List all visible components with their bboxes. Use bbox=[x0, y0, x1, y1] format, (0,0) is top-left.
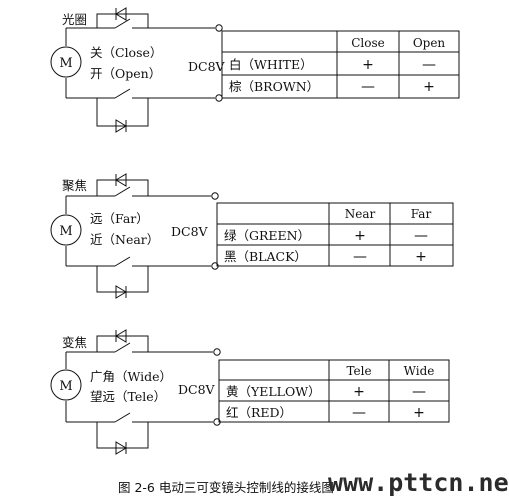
table-row-label: 黄（YELLOW） bbox=[226, 384, 321, 399]
polarity-cell: — bbox=[414, 228, 428, 244]
table-header-1: Near bbox=[345, 207, 376, 221]
table-row-label: 红（RED） bbox=[226, 405, 292, 420]
table-grid bbox=[221, 30, 460, 99]
table-row-label: 黑（BLACK） bbox=[224, 249, 307, 264]
truth-table: Tele Wide 黄（YELLOW） + — 红（RED） — + bbox=[218, 359, 450, 423]
polarity-cell: + bbox=[354, 228, 366, 244]
table-header-1: Close bbox=[351, 36, 385, 50]
direction-label-2: 开（Open） bbox=[90, 66, 161, 81]
table-row-label: 绿（GREEN） bbox=[224, 228, 310, 243]
motor-label: M bbox=[59, 56, 72, 71]
section-title: 光圈 bbox=[62, 12, 87, 27]
truth-table: Near Far 绿（GREEN） + — 黑（BLACK） — + bbox=[216, 202, 454, 267]
table-row-label: 棕（BROWN） bbox=[229, 79, 319, 94]
lower-branch-wire bbox=[96, 422, 149, 449]
table-header-2: Open bbox=[413, 36, 446, 50]
direction-label-1: 广角（Wide） bbox=[90, 369, 172, 384]
table-header-2: Far bbox=[411, 207, 432, 221]
diode-symbol bbox=[115, 329, 127, 343]
direction-label-2: 近（Near） bbox=[90, 232, 159, 247]
terminal-wire bbox=[148, 27, 215, 99]
direction-label-1: 远（Far） bbox=[90, 211, 149, 226]
terminal-top bbox=[211, 192, 219, 200]
table-header-2: Wide bbox=[404, 364, 435, 378]
voltage-label: DC8V bbox=[178, 382, 216, 397]
table-grid bbox=[216, 202, 454, 267]
figure-caption: 图 2-6 电动三可变镜头控制线的接线图 bbox=[118, 480, 334, 495]
polarity-cell: + bbox=[413, 405, 425, 421]
left-rail-wire bbox=[65, 351, 97, 423]
watermark-text: www.pttcn.net bbox=[328, 468, 509, 497]
direction-label-1: 关（Close） bbox=[90, 45, 162, 60]
section-focus: 聚焦 M 远（Far） 近（Near） DC8V Near Far 绿（GREE… bbox=[50, 173, 454, 299]
terminal-wire bbox=[148, 351, 213, 423]
section-iris: 光圈 M 关（Close） 开（Open） DC8V Close Open 白（… bbox=[50, 7, 460, 133]
direction-label-2: 望远（Tele） bbox=[90, 389, 166, 404]
left-rail-wire bbox=[65, 195, 97, 267]
left-rail-wire bbox=[65, 27, 97, 99]
voltage-label: DC8V bbox=[188, 59, 226, 74]
polarity-cell: + bbox=[362, 57, 374, 73]
lower-branch-wire bbox=[96, 98, 149, 127]
lower-branch-wire bbox=[96, 266, 149, 293]
voltage-label: DC8V bbox=[171, 224, 209, 239]
upper-branch-wire bbox=[96, 335, 149, 352]
switch-symbol bbox=[97, 342, 148, 353]
section-zoom: 变焦 M 广角（Wide） 望远（Tele） DC8V Tele Wide 黄（… bbox=[50, 329, 450, 455]
motor-symbol bbox=[50, 46, 82, 78]
polarity-cell: — bbox=[352, 405, 366, 421]
terminal-top bbox=[213, 348, 221, 356]
upper-branch-wire bbox=[96, 13, 149, 28]
terminal-top bbox=[215, 24, 223, 32]
polarity-cell: + bbox=[415, 249, 427, 265]
upper-branch-wire bbox=[96, 179, 149, 196]
switch-symbol-lower bbox=[97, 412, 148, 423]
switch-symbol-lower bbox=[97, 88, 148, 99]
polarity-cell: — bbox=[353, 249, 367, 265]
motor-label: M bbox=[59, 379, 72, 394]
motor-label: M bbox=[59, 224, 72, 239]
switch-symbol bbox=[97, 18, 148, 29]
diode-symbol-lower bbox=[115, 285, 127, 299]
table-header-1: Tele bbox=[346, 364, 371, 378]
polarity-cell: + bbox=[353, 384, 365, 400]
switch-symbol bbox=[97, 186, 148, 197]
terminal-wire bbox=[148, 195, 211, 267]
diode-symbol bbox=[115, 7, 127, 21]
motor-symbol bbox=[50, 214, 82, 246]
terminal-bottom bbox=[215, 94, 223, 102]
section-title: 聚焦 bbox=[62, 178, 87, 193]
table-row-label: 白（WHITE） bbox=[229, 57, 313, 72]
diode-symbol-lower bbox=[115, 119, 127, 133]
polarity-cell: — bbox=[422, 57, 436, 73]
section-title: 变焦 bbox=[62, 335, 87, 350]
switch-symbol-lower bbox=[97, 256, 148, 267]
diode-symbol bbox=[115, 173, 127, 187]
polarity-cell: — bbox=[361, 79, 375, 95]
polarity-cell: — bbox=[412, 384, 426, 400]
motor-symbol bbox=[50, 369, 82, 401]
polarity-cell: + bbox=[423, 79, 435, 95]
diode-symbol-lower bbox=[115, 441, 127, 455]
table-grid bbox=[218, 359, 450, 423]
truth-table: Close Open 白（WHITE） + — 棕（BROWN） — + bbox=[221, 30, 460, 99]
